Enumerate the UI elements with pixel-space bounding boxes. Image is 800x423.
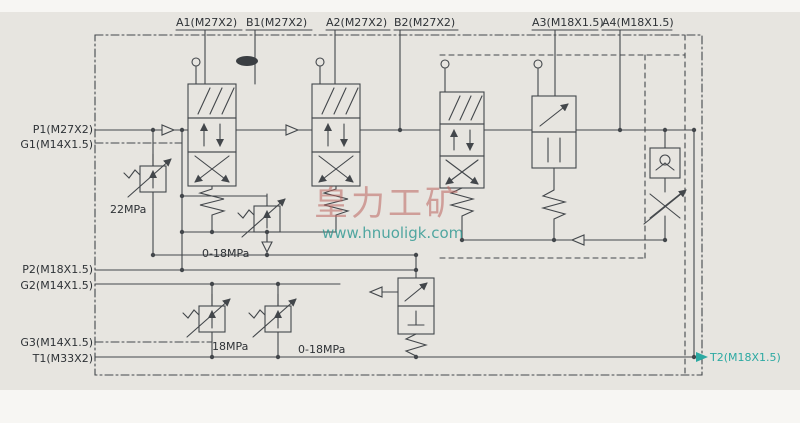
port-label-p1: P1(M27X2) — [33, 123, 93, 136]
pilot-port-circles — [191, 57, 543, 69]
port-label-t1: T1(M33X2) — [32, 352, 93, 365]
directional-valve-section-4 — [531, 95, 577, 169]
pilot-control-valve — [397, 277, 435, 358]
watermark-url: www.hnuoligk.com — [322, 224, 463, 242]
port-label-g3: G3(M14X1.5) — [20, 336, 93, 349]
port-label-a2: A2(M27X2) — [326, 16, 387, 29]
hydraulic-lines — [94, 29, 695, 358]
directional-valve-section-2 — [311, 83, 361, 216]
spring-return — [322, 185, 350, 216]
port-label-g1: G1(M14X1.5) — [20, 138, 93, 151]
detent-cap — [236, 56, 258, 66]
valve-body-boundary — [94, 34, 703, 376]
junction-dots — [150, 127, 697, 360]
pressure-label-0-18mpa-2: 0-18MPa — [298, 343, 345, 356]
spring-return — [404, 333, 428, 357]
throttle-valve — [643, 189, 687, 225]
labels: A1(M27X2) B1(M27X2) A2(M27X2) B2(M27X2) … — [20, 16, 780, 365]
check-valve — [649, 147, 681, 179]
port-label-p2: P2(M18X1.5) — [22, 263, 93, 276]
watermark: 皇力工矿 www.hnuoligk.com — [314, 184, 463, 242]
load-check-valves — [161, 124, 585, 298]
port-label-g2: G2(M14X1.5) — [20, 279, 93, 292]
port-label-a4: A4(M18X1.5) — [602, 16, 674, 29]
spring-return — [448, 187, 476, 217]
spring-return — [198, 185, 226, 216]
watermark-text: 皇力工矿 — [314, 184, 462, 224]
pressure-label-18mpa: 18MPa — [212, 340, 248, 353]
directional-valve-section-1 — [187, 83, 237, 216]
directional-valve-section-3 — [439, 91, 485, 217]
pressure-label-22mpa: 22MPa — [110, 203, 146, 216]
t2-port-marker — [696, 352, 708, 362]
pressure-label-0-18mpa: 0-18MPa — [202, 247, 249, 260]
port-label-a3: A3(M18X1.5) — [532, 16, 604, 29]
port-label-t2: T2(M18X1.5) — [709, 351, 781, 364]
port-label-b2: B2(M27X2) — [394, 16, 455, 29]
port-label-b1: B1(M27X2) — [246, 16, 307, 29]
port-label-a1: A1(M27X2) — [176, 16, 237, 29]
